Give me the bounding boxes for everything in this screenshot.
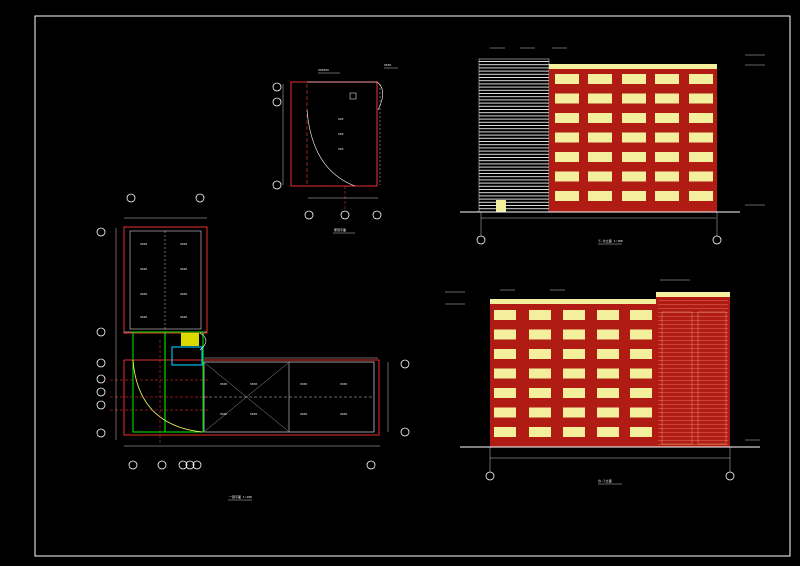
- svg-text:XXXX: XXXX: [220, 382, 227, 386]
- svg-text:XXXX: XXXX: [180, 242, 187, 246]
- svg-text:XXXX: XXXX: [384, 63, 391, 67]
- svg-text:XXXX: XXXX: [140, 292, 147, 296]
- svg-text:XXXX: XXXX: [300, 382, 307, 386]
- front-elevation-caption: ①-⑬立面 1:100: [598, 238, 623, 243]
- l-shaped-floor-plan: XXXX XXXX XXXX XXXX XXXX XXXX XXXX XXXX …: [96, 193, 410, 501]
- small-roof-plan: XXXXXX XXXX XXX XXX XXX 屋顶平面: [272, 63, 398, 234]
- svg-text:XXX: XXX: [338, 132, 344, 136]
- front-elevation: ①-⑬立面 1:100: [460, 47, 765, 245]
- svg-text:XXXX: XXXX: [140, 315, 147, 319]
- svg-text:XXXX: XXXX: [140, 267, 147, 271]
- svg-text:XXXX: XXXX: [220, 412, 227, 416]
- svg-text:XXXX: XXXX: [140, 242, 147, 246]
- svg-text:XXXX: XXXX: [180, 292, 187, 296]
- svg-text:XXX: XXX: [338, 117, 344, 121]
- svg-text:XXXXXX: XXXXXX: [318, 68, 329, 72]
- l-plan-caption: 一层平面 1:100: [229, 494, 252, 499]
- svg-text:XXXX: XXXX: [250, 412, 257, 416]
- svg-text:XXXX: XXXX: [340, 382, 347, 386]
- svg-text:XXXX: XXXX: [300, 412, 307, 416]
- svg-text:XXXX: XXXX: [180, 315, 187, 319]
- rear-elevation-caption: ⑬-①立面: [598, 478, 612, 483]
- svg-text:XXX: XXX: [338, 147, 344, 151]
- rear-elevation: ⑬-①立面: [445, 279, 760, 485]
- small-plan-caption: 屋顶平面: [334, 227, 346, 232]
- svg-text:XXXX: XXXX: [180, 267, 187, 271]
- svg-text:XXXX: XXXX: [340, 412, 347, 416]
- sheet-frame: [34, 15, 791, 557]
- svg-text:XXXX: XXXX: [250, 382, 257, 386]
